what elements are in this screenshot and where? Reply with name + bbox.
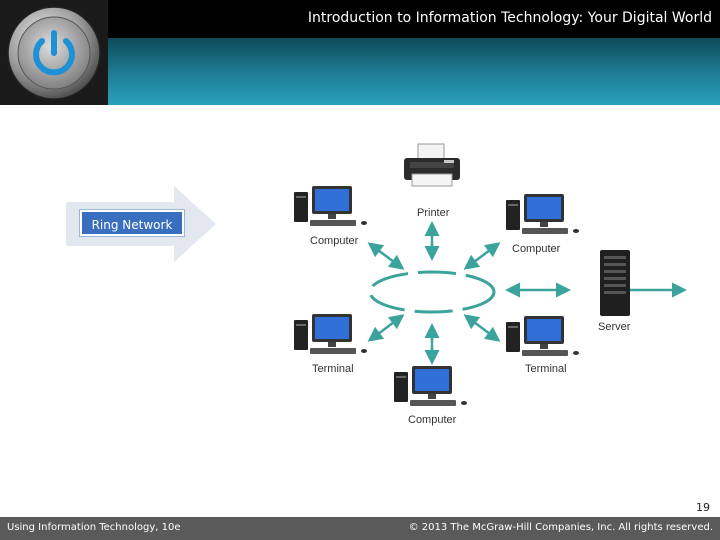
page-number: 19 [696, 501, 710, 514]
terminal-left-icon [294, 314, 367, 354]
logo-container [0, 0, 108, 105]
server-icon [600, 250, 630, 316]
label-terminal-right: Terminal [525, 363, 567, 375]
footer-copyright: © 2013 The McGraw-Hill Companies, Inc. A… [408, 522, 713, 533]
arrow-terminal-left [367, 314, 405, 342]
header-bar [0, 0, 720, 38]
label-terminal-left: Terminal [312, 363, 354, 375]
footer-book-title: Using Information Technology, 10e [7, 522, 181, 533]
label-computer-top-left: Computer [310, 235, 359, 247]
label-server: Server [598, 321, 631, 333]
computer-top-left-icon [294, 186, 367, 226]
label-computer-top-right: Computer [512, 243, 561, 255]
terminal-right-icon [506, 316, 579, 356]
computer-bottom-icon [394, 366, 467, 406]
arrow-computer-top-right [463, 242, 501, 270]
header-band [108, 38, 720, 105]
footer-bar: Using Information Technology, 10e © 2013… [0, 517, 720, 540]
label-computer-bottom: Computer [408, 414, 457, 426]
computer-top-right-icon [506, 194, 579, 234]
ring-network-label: Ring Network [80, 210, 184, 236]
printer-icon [404, 143, 460, 187]
diagram-graphics [294, 143, 687, 406]
ring-network-diagram: Printer Computer Computer Server Termina… [280, 140, 700, 440]
arrow-computer-top-left [367, 242, 405, 270]
power-button-icon [7, 6, 101, 100]
header-title: Introduction to Information Technology: … [307, 10, 712, 26]
label-printer: Printer [417, 207, 450, 219]
arrow-terminal-right [463, 314, 501, 342]
